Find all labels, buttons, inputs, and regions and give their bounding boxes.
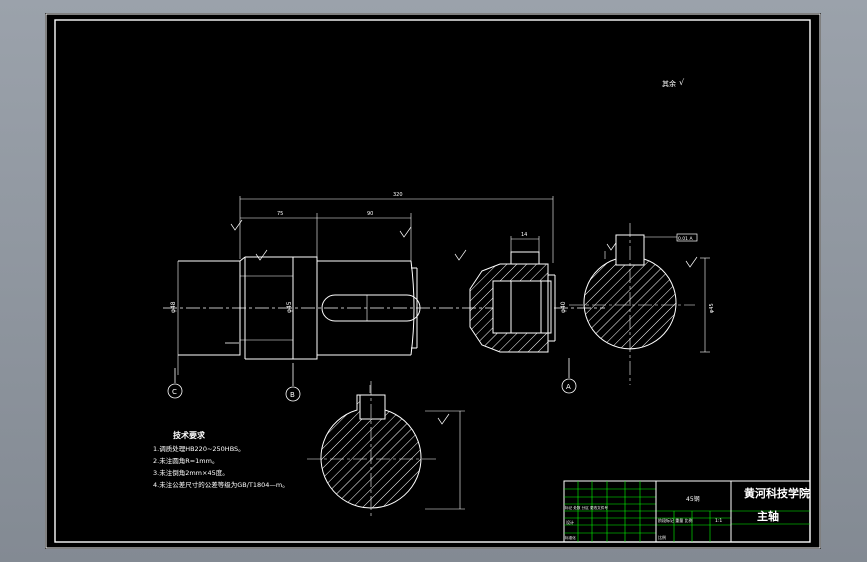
tech-req-item-1: 1.调质处理HB220~250HBS。 (153, 444, 245, 453)
tech-req-item-2: 2.未注圆角R=1mm。 (153, 456, 218, 465)
datum-label-a: A (566, 383, 571, 391)
title-std-label: 标准化 (565, 535, 576, 540)
datum-markers (167, 342, 577, 402)
dim-seg1: 75 (277, 211, 283, 217)
dim-dia-end: φ40 (560, 301, 567, 313)
drawing-sheet: 其余 √ (45, 13, 821, 549)
inner-frame (54, 19, 811, 543)
title-scale-label: 比例 (658, 534, 666, 540)
datum-label-c: C (172, 388, 177, 396)
dim-overall: 320 (393, 192, 403, 198)
dim-section-dia: φ45 (709, 303, 715, 313)
datum-label-b: B (290, 391, 295, 399)
title-designer-label: 设计 (566, 519, 574, 525)
title-material: 45钢 (686, 495, 700, 503)
shaft-end-section (469, 251, 556, 353)
surface-mark: √ (679, 78, 685, 87)
roughness-symbols (230, 219, 698, 425)
title-part-name: 主轴 (757, 509, 779, 523)
dim-dia-main: φ48 (170, 301, 177, 313)
dimension-lines-top (177, 196, 554, 375)
title-revision-header: 标记 处数 分区 更改文件号 (565, 505, 608, 510)
title-stage-labels: 阶段标记 重量 比例 (658, 517, 693, 523)
dim-key-width: 14 (521, 232, 527, 238)
tech-req-item-4: 4.未注公差尺寸的公差等级为GB/T1804—m。 (153, 480, 289, 489)
tech-req-item-3: 3.未注倒角2mm×45度。 (153, 468, 229, 477)
section-view-lower (307, 381, 465, 518)
dim-dia-mid: φ45 (286, 301, 293, 313)
dim-seg2: 90 (367, 211, 373, 217)
section-view-right (569, 223, 710, 385)
title-school: 黄河科技学院 (744, 486, 810, 500)
cad-drawing: 其余 √ (45, 13, 821, 549)
title-block (563, 480, 811, 543)
title-scale-value: 1:1 (715, 518, 722, 524)
surface-note: 其余 (662, 79, 676, 88)
tolerance-box-text: 0.01 A (678, 236, 693, 242)
outer-frame (45, 13, 821, 549)
keyway-slot (321, 294, 421, 322)
tech-req-title: 技术要求 (173, 430, 206, 440)
technical-requirements: 技术要求 1.调质处理HB220~250HBS。 2.未注圆角R=1mm。 3.… (153, 430, 289, 489)
